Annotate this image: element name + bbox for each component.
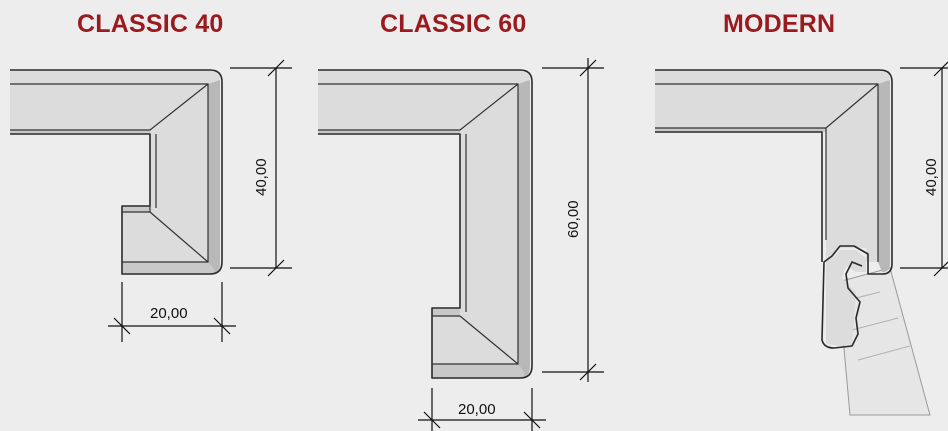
modern-title: MODERN xyxy=(723,10,836,38)
classic-40-width-label: 20,00 xyxy=(150,305,188,322)
classic-60-width-label: 20,00 xyxy=(458,401,496,418)
modern-profile xyxy=(655,69,931,416)
modern-height-label: 40,00 xyxy=(923,158,940,196)
classic-40-height-label: 40,00 xyxy=(253,158,270,196)
classic-40-profile xyxy=(10,69,223,275)
classic-40-dimensions xyxy=(108,59,292,342)
classic-60-height-label: 60,00 xyxy=(565,200,582,238)
classic-40-title: CLASSIC 40 xyxy=(77,10,224,38)
modern-dimensions xyxy=(900,61,948,277)
classic-60-dimensions xyxy=(418,58,604,431)
classic-60-profile xyxy=(318,69,533,379)
classic-60-title: CLASSIC 60 xyxy=(380,10,527,38)
